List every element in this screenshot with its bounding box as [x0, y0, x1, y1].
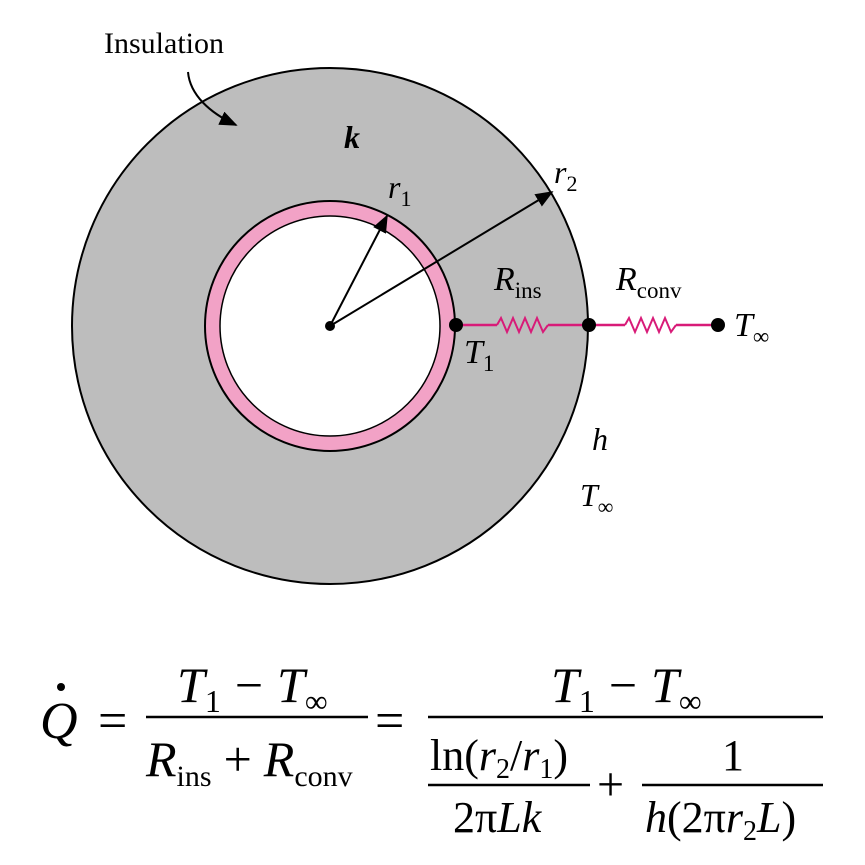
r-ins-label: Rins	[493, 261, 542, 303]
t-inf-right-label: T∞	[734, 307, 769, 349]
q-dot	[57, 683, 65, 691]
eq-sign-1: =	[98, 693, 127, 750]
t1-label: T1	[464, 334, 494, 376]
k-label: k	[344, 119, 360, 155]
frac1-numerator: T1−T∞	[177, 657, 328, 719]
r-conv-label: Rconv	[615, 261, 682, 303]
resistance-network	[449, 315, 725, 335]
r1-arrow	[329, 214, 388, 327]
heat-transfer-equation: Q = T1−T∞ Rins+Rconv = T1−T∞ ln(r2/r1) 2…	[40, 657, 823, 847]
plus-sign: +	[597, 758, 624, 811]
node-surface	[582, 318, 596, 332]
conv-denominator: h(2πr2L)	[645, 793, 796, 847]
r2-arrow	[329, 191, 554, 327]
ln-denominator: 2πLk	[453, 793, 543, 842]
t-inf-low-label: T∞	[580, 477, 613, 519]
frac2-numerator: T1−T∞	[551, 657, 702, 719]
conv-numerator: 1	[722, 731, 744, 780]
r2-label: r2	[554, 154, 577, 196]
q-symbol: Q	[40, 693, 78, 750]
insulation-label: Insulation	[104, 27, 224, 60]
eq-sign-2: =	[375, 693, 404, 750]
r1-label: r1	[388, 169, 411, 211]
ln-numerator: ln(r2/r1)	[430, 731, 568, 785]
node-t1	[449, 318, 463, 332]
r-conv-resistor	[624, 315, 677, 335]
frac1-denominator: Rins+Rconv	[145, 731, 353, 793]
h-label: h	[592, 421, 608, 457]
node-t-inf	[711, 318, 725, 332]
insulation-leader-arrow	[187, 71, 238, 126]
r-ins-resistor	[496, 315, 549, 335]
